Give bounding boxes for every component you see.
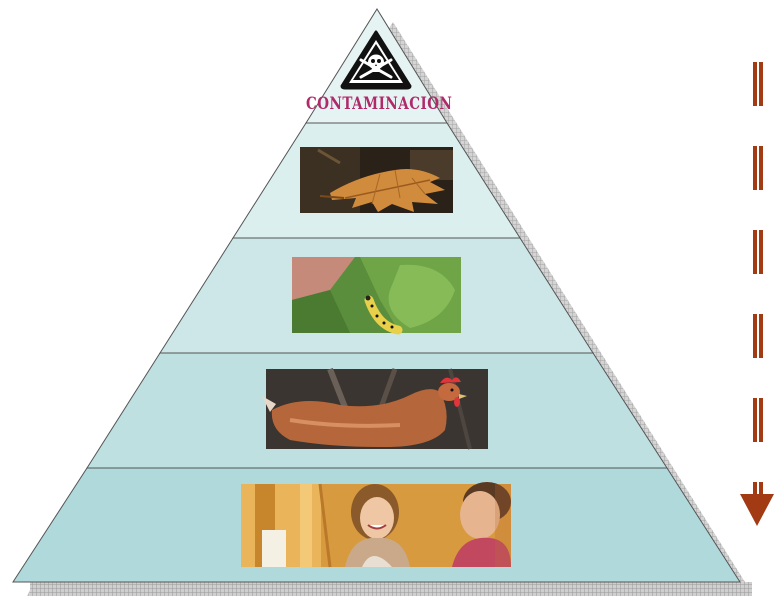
arrow-dash-4	[753, 314, 763, 358]
arrow-dash-3	[753, 230, 763, 274]
caterpillar-photo	[292, 257, 461, 335]
contamination-label: CONTAMINACION	[306, 94, 453, 114]
arrow-dash-2	[753, 146, 763, 190]
pyramid-base-shadow	[30, 582, 752, 596]
leaf-photo	[300, 147, 453, 213]
people-photo	[241, 482, 511, 568]
arrow-dash-1	[753, 62, 763, 106]
hen-photo	[262, 367, 488, 450]
arrow-dash-5	[753, 398, 763, 442]
arrow-down-icon	[740, 482, 774, 526]
skull-crossbones-icon	[340, 30, 412, 90]
